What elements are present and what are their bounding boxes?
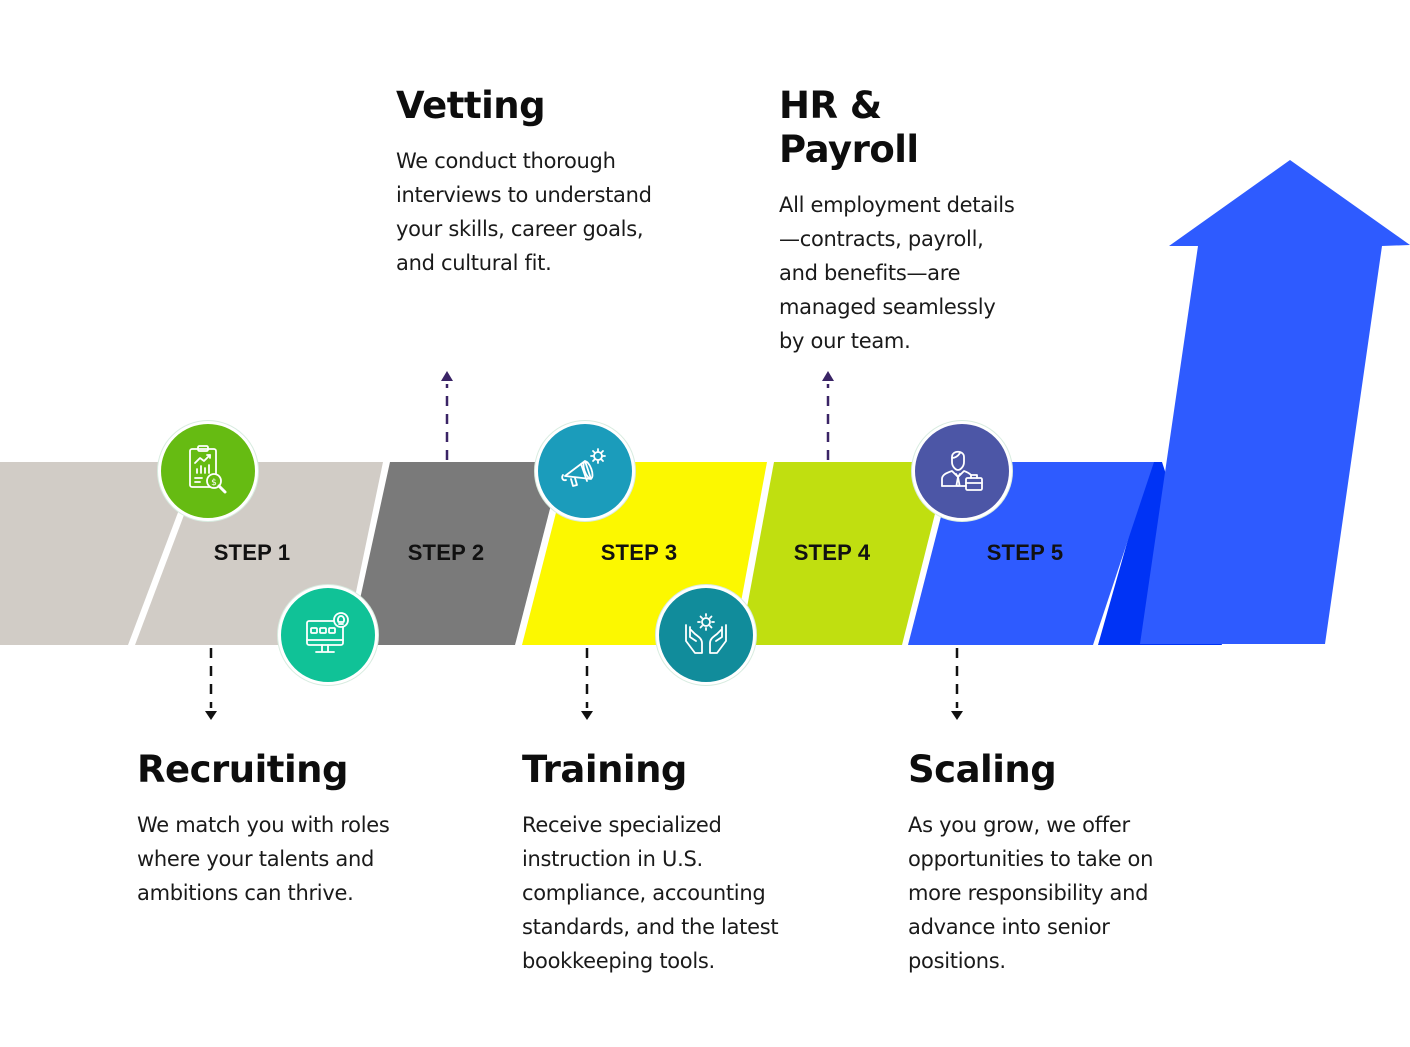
connector-step-2: [441, 371, 453, 460]
step-3-label: STEP 3: [600, 540, 678, 565]
step-2-label: STEP 2: [407, 540, 485, 565]
step-3-title: Training: [522, 748, 687, 791]
step-4-label: STEP 4: [793, 540, 871, 565]
step-2-title: Vetting: [396, 84, 546, 127]
step-5-description: As you grow, we offer opportunities to t…: [908, 813, 1154, 973]
step-2-segment: [350, 462, 562, 645]
step-3-description: Receive specialized instruction in U.S. …: [522, 813, 779, 973]
step-5-title: Scaling: [908, 748, 1057, 791]
step-5-label: STEP 5: [986, 540, 1064, 565]
connector-step-5: [951, 648, 963, 720]
step-1-title: Recruiting: [137, 748, 348, 791]
step-4-title: HR & Payroll: [779, 84, 919, 171]
step-1-description: We match you with roles where your talen…: [137, 813, 390, 905]
step-5-description-block: Scaling As you grow, we offer opportunit…: [908, 748, 1170, 978]
monitor-idea-icon: [278, 585, 378, 685]
businessman-briefcase-icon: [912, 421, 1012, 521]
step-1-description-block: Recruiting We match you with roles where…: [137, 748, 397, 910]
svg-text:$: $: [211, 478, 217, 488]
megaphone-gear-icon: [535, 421, 635, 521]
step-4-description-block: HR & Payroll All employment details—cont…: [779, 84, 1019, 358]
step-2-description-block: Vetting We conduct thorough interviews t…: [396, 84, 658, 280]
report-search-icon: $: [158, 421, 258, 521]
connector-step-4: [822, 371, 834, 460]
connector-step-3: [581, 648, 593, 720]
connector-step-1: [205, 648, 217, 720]
step-1-label: STEP 1: [213, 540, 291, 565]
step-2-description: We conduct thorough interviews to unders…: [396, 149, 652, 275]
step-3-description-block: Training Receive specialized instruction…: [522, 748, 784, 978]
step-4-segment: [740, 462, 948, 645]
hands-gear-icon: [656, 585, 756, 685]
band-lead-segment: [0, 462, 197, 645]
step-4-description: All employment details—contracts, payrol…: [779, 193, 1015, 353]
growth-arrow: [1140, 160, 1410, 644]
